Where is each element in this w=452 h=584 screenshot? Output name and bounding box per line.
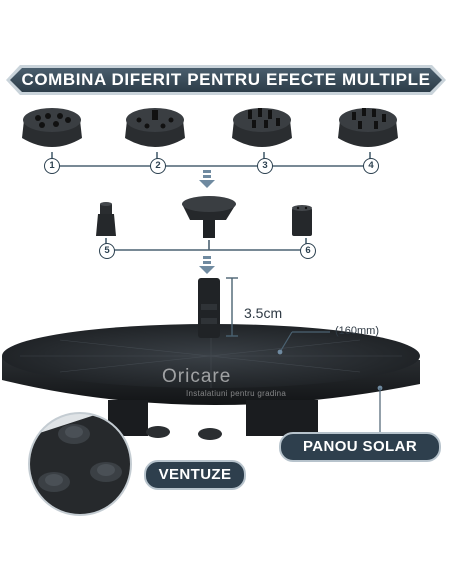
nozzle-4-image	[338, 108, 398, 147]
nozzle-4-badge: 4	[363, 158, 379, 174]
diameter-dimension-label: (160mm)	[335, 325, 380, 337]
nozzle-5-badge: 5	[99, 243, 115, 259]
nozzle-2-image	[125, 108, 185, 147]
suction-cups-label: VENTUZE	[144, 460, 246, 490]
suction-cups-text: VENTUZE	[158, 466, 232, 483]
banner-title: COMBINA DIFERIT PENTRU EFECTE MULTIPLE	[21, 70, 431, 89]
nozzle-1-badge: 1	[44, 158, 60, 174]
nozzle-6-badge: 6	[300, 243, 316, 259]
nozzle-5-image	[96, 202, 116, 236]
suction-cup-3	[38, 472, 70, 492]
suction-cup-2	[90, 462, 122, 482]
height-dimension-label: 3.5cm	[244, 305, 283, 321]
suction-cup-inset	[28, 412, 132, 516]
solar-panel-label: PANOU SOLAR	[279, 432, 441, 462]
suction-cup-1	[58, 424, 90, 444]
nozzle-2-badge: 2	[150, 158, 166, 174]
down-arrow-icon	[199, 256, 215, 274]
nozzle-row-1	[22, 108, 398, 167]
fountain-device	[2, 256, 420, 442]
nozzle-6-image	[292, 205, 312, 236]
nozzle-3-image	[232, 108, 292, 147]
down-arrow-icon	[199, 170, 215, 188]
nozzle-1-image	[22, 108, 82, 147]
watermark-brand: Oricare	[162, 366, 232, 387]
banner-shape	[6, 65, 446, 95]
nozzle-3-badge: 3	[257, 158, 273, 174]
title-banner: COMBINA DIFERIT PENTRU EFECTE MULTIPLE	[4, 63, 448, 97]
nozzle-center-image	[182, 196, 236, 238]
solar-panel-text: PANOU SOLAR	[302, 438, 418, 455]
watermark-tagline: Instalatiuni pentru gradina	[186, 389, 287, 398]
